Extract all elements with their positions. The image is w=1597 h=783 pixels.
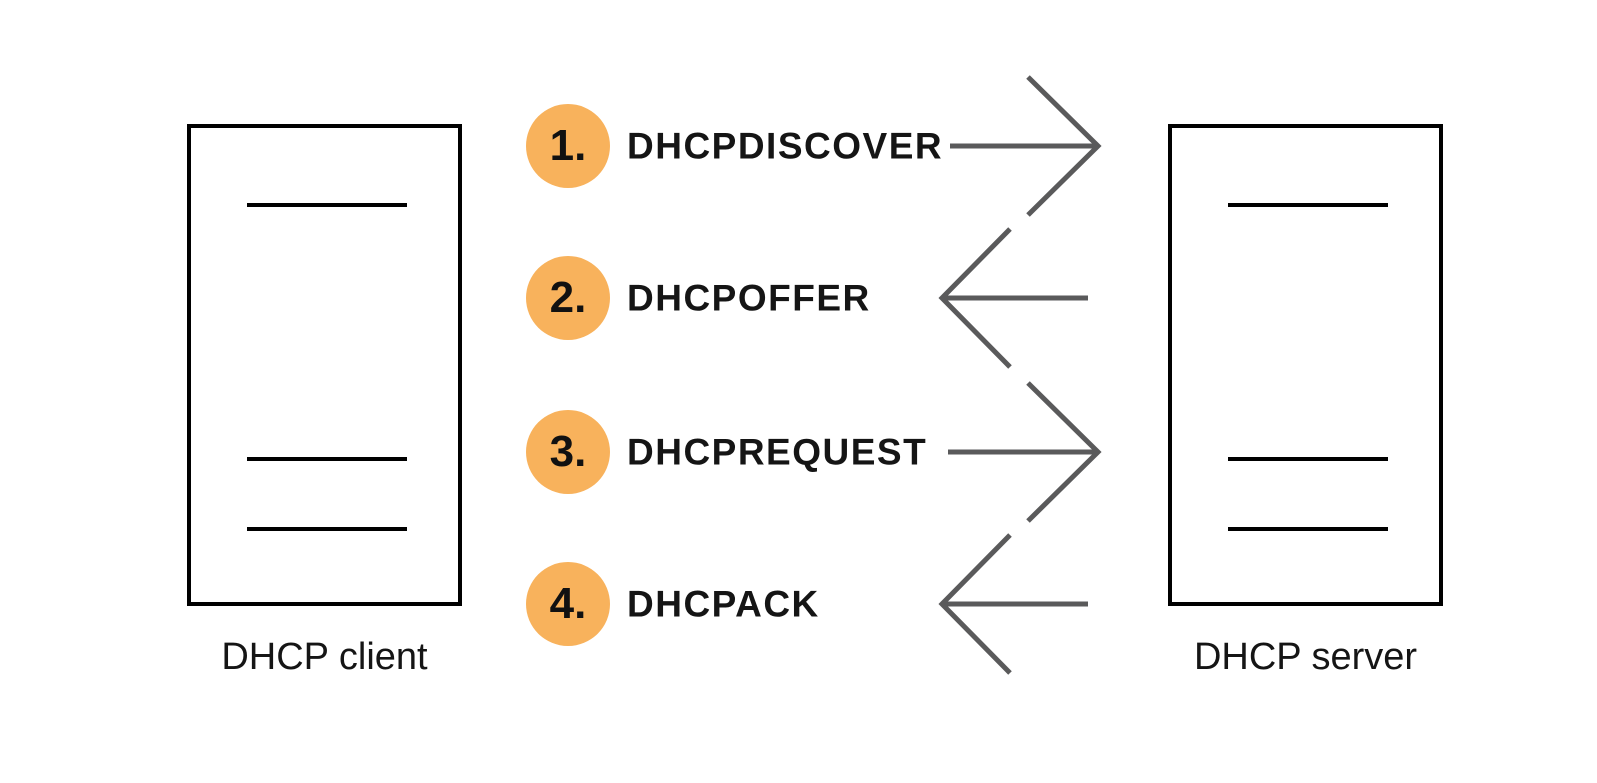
arrow-right-icon	[950, 75, 1102, 217]
arrow-left-icon	[938, 227, 1088, 369]
dhcp-server-box	[1168, 124, 1443, 606]
step-number-badge: 4.	[526, 562, 610, 646]
step-message-label: DHCPREQUEST	[627, 431, 928, 473]
client-slot-line	[247, 457, 407, 461]
step-number: 3.	[549, 427, 587, 476]
step-message-label: DHCPDISCOVER	[627, 125, 944, 167]
step-number-badge: 3.	[526, 410, 610, 494]
server-slot-line	[1228, 527, 1388, 531]
arrow-right-icon	[948, 381, 1102, 523]
server-slot-line	[1228, 203, 1388, 207]
step-message-label: DHCPACK	[627, 583, 820, 625]
client-slot-line	[247, 203, 407, 207]
dhcp-client-label: DHCP client	[221, 636, 428, 678]
client-slot-line	[247, 527, 407, 531]
arrow-left-icon	[938, 533, 1088, 675]
dhcp-client-box	[187, 124, 462, 606]
dhcp-server-label: DHCP server	[1193, 636, 1418, 678]
step-message-label: DHCPOFFER	[627, 277, 871, 319]
step-number-badge: 1.	[526, 104, 610, 188]
step-number: 2.	[549, 273, 587, 322]
step-number: 1.	[549, 121, 587, 170]
step-number-badge: 2.	[526, 256, 610, 340]
step-number: 4.	[549, 579, 587, 628]
server-slot-line	[1228, 457, 1388, 461]
